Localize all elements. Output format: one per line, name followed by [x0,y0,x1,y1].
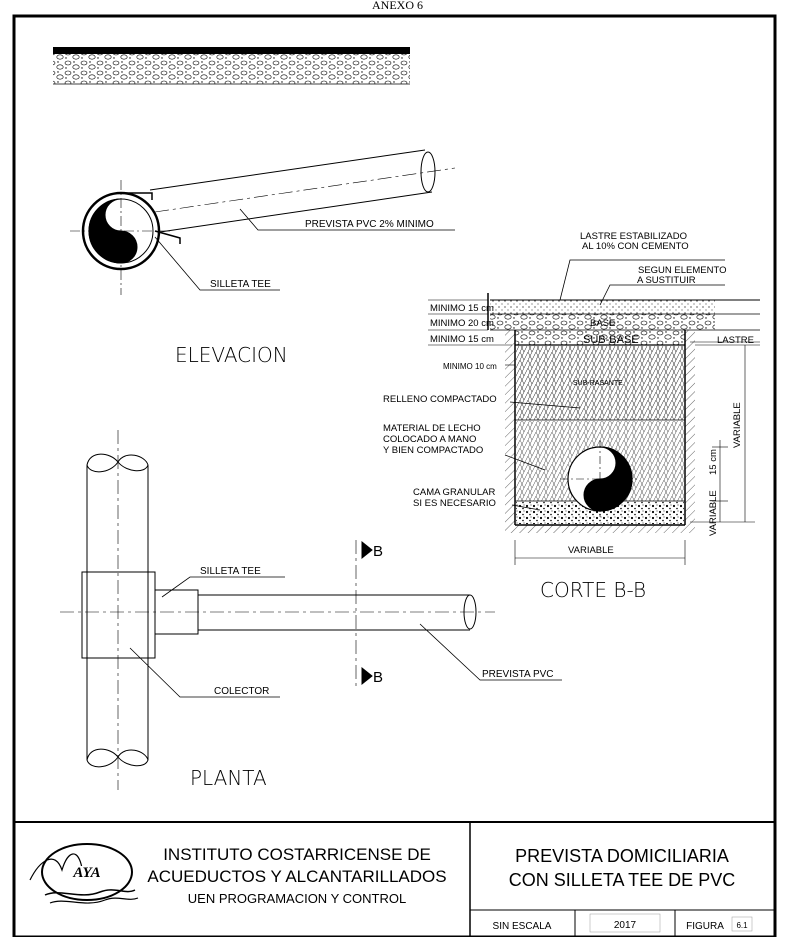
plan-title: PLANTA [190,766,267,790]
section-replace-note-1: SEGUN ELEMENTO [638,265,727,276]
section-cama-1: CAMA GRANULAR [413,487,495,498]
elevation-title: ELEVACION [175,343,288,367]
section-view [428,259,760,565]
section-cama-2: SI ES NECESARIO [413,498,496,509]
section-lastre-label: LASTRE [717,335,754,346]
annex-header: ANEXO 6 [372,0,423,12]
scale-label: SIN ESCALA [493,921,552,932]
figure-label: FIGURA [686,921,724,932]
section-material-3: Y BIEN COMPACTADO [383,445,483,456]
section-material-2: COLOCADO A MANO [383,434,476,445]
section-dim-15: 15 cm [708,449,719,475]
section-dim-1: MINIMO 15 cm [430,303,494,314]
org-line-3: UEN PROGRAMACION Y CONTROL [188,891,406,906]
section-variable-right: VARIABLE [732,402,743,448]
section-top-note-1: LASTRE ESTABILIZADO [580,231,687,242]
plan-pipe-label: PREVISTA PVC [482,669,554,680]
elevation-pipe-label: PREVISTA PVC 2% MINIMO [305,219,434,230]
drawing-title-2: CON SILLETA TEE DE PVC [509,870,735,890]
elevation-view [70,149,456,295]
section-title: CORTE B-B [540,578,646,602]
org-line-2: ACUEDUCTOS Y ALCANTARILLADOS [147,867,446,886]
year-label: 2017 [614,920,637,931]
aya-logo-text: AYA [72,865,100,881]
section-variable-bottom: VARIABLE [568,545,614,556]
plan-collector-label: COLECTOR [214,686,269,697]
plan-view [60,430,562,790]
section-replace-note-2: A SUSTITUIR [637,275,696,286]
section-base-label: BASE [590,318,615,329]
section-dim-3: MINIMO 15 cm [430,334,494,345]
section-top-note-2: AL 10% CON CEMENTO [582,241,689,252]
section-material-1: MATERIAL DE LECHO [383,423,481,434]
plan-cut-mark-top: B [373,543,383,560]
figure-number: 6.1 [736,921,748,930]
org-line-1: INSTITUTO COSTARRICENSE DE [163,845,431,864]
sheet-frame [12,14,777,937]
section-relleno-label: RELLENO COMPACTADO [383,394,497,405]
aya-logo [29,843,139,904]
section-dim-2: MINIMO 20 cm [430,318,494,329]
section-dim-side: MINIMO 10 cm [443,362,497,371]
plan-cut-mark-bottom: B [373,669,383,686]
section-sub-base-label: SUB-BASE [583,334,639,346]
road-strip [53,47,410,85]
plan-saddle-label: SILLETA TEE [200,566,261,577]
section-sub-rasante-label: SUB-RASANTE [573,380,623,387]
drawing-title-1: PREVISTA DOMICILIARIA [515,846,729,866]
elevation-saddle-label: SILLETA TEE [210,279,271,290]
section-variable-small: VARIABLE [708,490,719,536]
